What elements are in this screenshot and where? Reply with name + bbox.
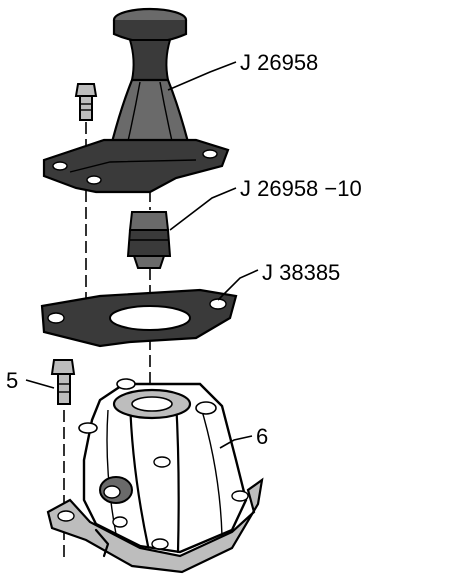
- label-housing-6: 6: [256, 424, 268, 449]
- tool-j26958-10: [126, 211, 172, 269]
- bolt-lower: [50, 359, 76, 405]
- tool-j26958: [42, 7, 230, 194]
- leader-j38385: [217, 269, 259, 301]
- label-j26958-10: J 26958 −10: [240, 176, 362, 201]
- leader-lines: [25, 61, 259, 449]
- leader-j26958: [167, 61, 237, 91]
- leader-j26958-10: [169, 187, 237, 231]
- bolt-upper: [74, 83, 98, 121]
- housing-assembly: [46, 378, 264, 574]
- tool-j38385: [40, 288, 238, 348]
- label-j26958: J 26958: [240, 50, 318, 75]
- label-j38385: J 38385: [262, 260, 340, 285]
- label-bolt-5: 5: [6, 368, 18, 393]
- leader-housing-6: [219, 435, 253, 449]
- leader-bolt-5: [25, 379, 55, 389]
